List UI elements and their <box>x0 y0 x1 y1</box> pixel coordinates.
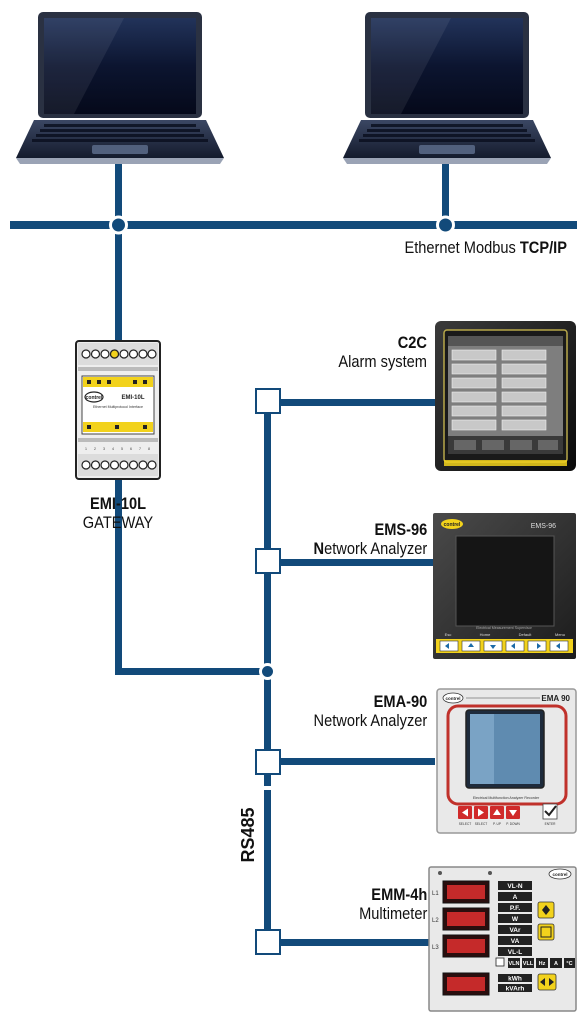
laptop-1-drop-line <box>115 158 122 224</box>
rs485-node <box>259 663 276 680</box>
emm4h-label: EMM-4h Multimeter <box>358 885 427 923</box>
svg-text:4: 4 <box>112 446 115 451</box>
svg-text:L3: L3 <box>432 945 439 951</box>
laptop-2-drop-line <box>442 158 449 224</box>
svg-text:Menu: Menu <box>555 632 565 637</box>
svg-text:8: 8 <box>148 446 151 451</box>
svg-text:VLL: VLL <box>523 961 534 967</box>
junction-box-emm4h <box>255 929 281 955</box>
svg-text:A: A <box>513 894 518 901</box>
svg-text:7: 7 <box>139 446 142 451</box>
svg-text:L1: L1 <box>432 891 439 897</box>
rs485-label: RS485 <box>238 807 258 863</box>
svg-text:P.F.: P.F. <box>510 905 521 912</box>
svg-text:EMA 90: EMA 90 <box>541 694 570 703</box>
svg-text:ENTER: ENTER <box>545 822 557 826</box>
svg-text:P. UP: P. UP <box>493 822 501 826</box>
c2c-device-image <box>435 321 576 471</box>
svg-text:contrel: contrel <box>552 872 567 877</box>
svg-text:Electrical Multifunction Analy: Electrical Multifunction Analyzer Record… <box>473 796 540 800</box>
svg-text:°C: °C <box>566 961 572 967</box>
gateway-rs485-line <box>115 480 122 673</box>
svg-text:VLN: VLN <box>509 961 520 967</box>
branch-c2c <box>280 399 435 406</box>
svg-text:W: W <box>512 916 519 923</box>
junction-box-c2c <box>255 388 281 414</box>
ethernet-bus-line <box>10 221 577 229</box>
svg-text:A: A <box>554 961 558 967</box>
svg-text:Electrical Measurement Supervi: Electrical Measurement Supervisor <box>476 626 533 630</box>
svg-text:Home: Home <box>480 632 491 637</box>
svg-text:Esc: Esc <box>445 632 452 637</box>
junction-box-ema90 <box>255 749 281 775</box>
gateway-rs485-horizontal <box>115 668 273 675</box>
svg-text:VAr: VAr <box>509 927 521 934</box>
svg-text:3: 3 <box>103 446 106 451</box>
gateway-ethernet-line <box>115 225 122 343</box>
ems96-device-image: contrel EMS-96 Electrical Measurement Su… <box>433 513 576 659</box>
branch-ema90 <box>280 758 435 765</box>
rs485-bus-upper <box>264 400 271 778</box>
junction-box-ems96 <box>255 548 281 574</box>
ethernet-node-1 <box>109 215 128 235</box>
svg-text:Ethernet Multiprotocol Interfa: Ethernet Multiprotocol Interface <box>93 405 143 409</box>
svg-text:EMI-10L: EMI-10L <box>121 395 144 401</box>
svg-text:P. DOWN: P. DOWN <box>506 822 520 826</box>
svg-text:contrel: contrel <box>86 395 103 401</box>
c2c-label: C2C Alarm system <box>338 333 427 371</box>
gateway-label: EMI-10L GATEWAY <box>82 494 154 532</box>
ems96-label: EMS-96 Network Analyzer <box>313 520 427 558</box>
svg-text:5: 5 <box>121 446 124 451</box>
branch-ems96 <box>280 559 435 566</box>
gateway-device-image: contrel EMI-10L Ethernet Multiprotocol I… <box>75 340 161 480</box>
svg-text:2: 2 <box>94 446 97 451</box>
svg-text:contrel: contrel <box>445 696 460 701</box>
ethernet-label: Ethernet Modbus TCP/IP <box>404 238 567 257</box>
svg-text:VA: VA <box>511 938 520 945</box>
svg-text:VL-N: VL-N <box>507 883 522 890</box>
svg-text:6: 6 <box>130 446 133 451</box>
ema90-device-image: contrel EMA 90 Electrical Multifunction … <box>436 688 577 834</box>
svg-text:SELECT: SELECT <box>475 822 487 826</box>
svg-text:1: 1 <box>85 446 88 451</box>
laptop-icon <box>343 12 551 164</box>
laptop-icon <box>16 12 224 164</box>
svg-text:kVArh: kVArh <box>506 986 525 993</box>
svg-text:EMS-96: EMS-96 <box>531 523 556 530</box>
svg-text:L2: L2 <box>432 918 439 924</box>
ethernet-node-2 <box>436 215 455 235</box>
rs485-bus-lower <box>264 790 271 950</box>
svg-text:contrel: contrel <box>444 522 461 528</box>
ema90-label: EMA-90 Network Analyzer <box>313 692 427 730</box>
svg-text:VL-L: VL-L <box>508 949 522 956</box>
svg-text:Default: Default <box>519 632 533 637</box>
svg-text:kWh: kWh <box>508 976 522 983</box>
branch-emm4h <box>280 939 435 946</box>
svg-text:Hz: Hz <box>539 961 546 967</box>
svg-text:SELECT: SELECT <box>459 822 471 826</box>
